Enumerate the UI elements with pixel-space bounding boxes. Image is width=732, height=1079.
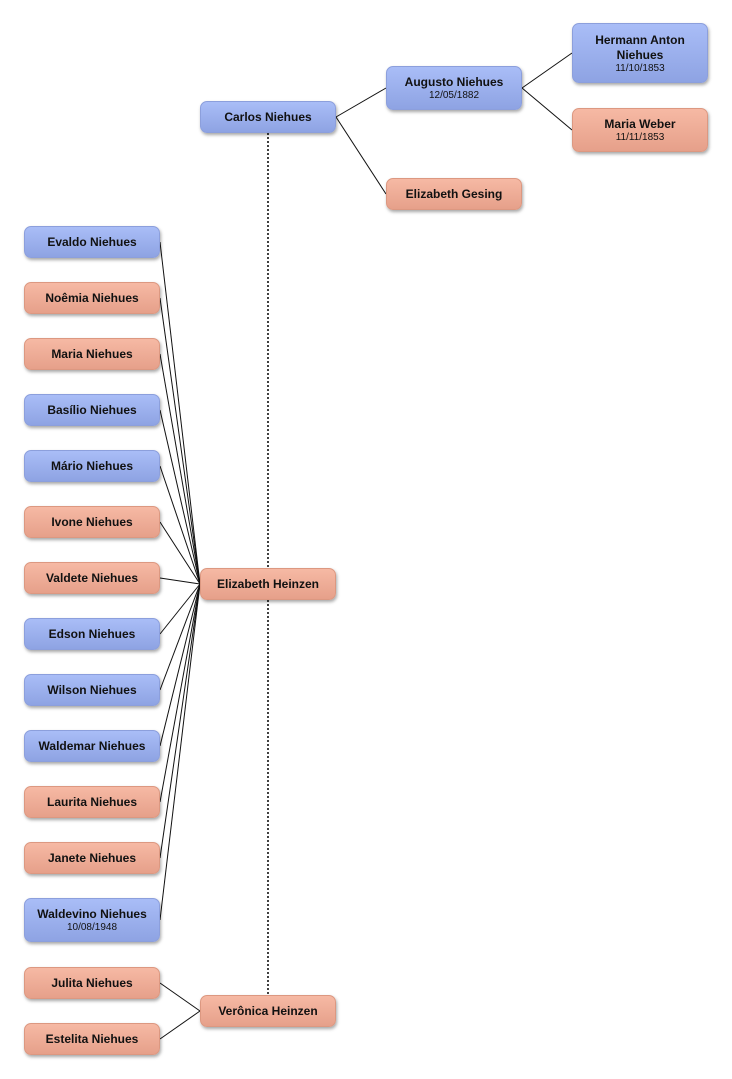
person-waldevino-niehues[interactable]: Waldevino Niehues 10/08/1948 bbox=[24, 898, 160, 942]
person-name: Noêmia Niehues bbox=[45, 290, 139, 305]
person-name: Carlos Niehues bbox=[224, 109, 312, 124]
person-date: 12/05/1882 bbox=[428, 90, 480, 101]
person-name: Evaldo Niehues bbox=[47, 234, 137, 249]
person-basilio-niehues[interactable]: Basílio Niehues bbox=[24, 394, 160, 426]
person-julita-niehues[interactable]: Julita Niehues bbox=[24, 967, 160, 999]
person-carlos-niehues[interactable]: Carlos Niehues bbox=[200, 101, 336, 133]
person-valdete-niehues[interactable]: Valdete Niehues bbox=[24, 562, 160, 594]
person-hermann-anton-niehues[interactable]: Hermann Anton Niehues 11/10/1853 bbox=[572, 23, 708, 83]
person-noemia-niehues[interactable]: Noêmia Niehues bbox=[24, 282, 160, 314]
person-name: Basílio Niehues bbox=[47, 402, 137, 417]
child-link-eliz_h-evaldo bbox=[159, 241, 201, 585]
child-link-eliz_h-edson bbox=[159, 583, 201, 635]
person-name: Janete Niehues bbox=[47, 850, 137, 865]
person-ivone-niehues[interactable]: Ivone Niehues bbox=[24, 506, 160, 538]
child-link-eliz_h-janete bbox=[159, 583, 201, 859]
person-name: Hermann Anton Niehues bbox=[595, 32, 685, 62]
person-maria-niehues[interactable]: Maria Niehues bbox=[24, 338, 160, 370]
person-name: Wilson Niehues bbox=[47, 682, 137, 697]
child-link-eliz_h-wilson bbox=[159, 583, 201, 691]
person-name: Verônica Heinzen bbox=[218, 1003, 318, 1018]
child-link-veronica-julita bbox=[159, 982, 201, 1012]
child-link-eliz_h-noemia bbox=[159, 297, 201, 585]
person-name: Elizabeth Heinzen bbox=[216, 576, 320, 591]
parent-link-carlos-augusto bbox=[335, 87, 387, 118]
person-name: Mário Niehues bbox=[50, 458, 134, 473]
person-elizabeth-gesing[interactable]: Elizabeth Gesing bbox=[386, 178, 522, 210]
person-janete-niehues[interactable]: Janete Niehues bbox=[24, 842, 160, 874]
child-link-veronica-estelita bbox=[159, 1010, 201, 1040]
person-maria-weber[interactable]: Maria Weber 11/11/1853 bbox=[572, 108, 708, 152]
person-estelita-niehues[interactable]: Estelita Niehues bbox=[24, 1023, 160, 1055]
person-name: Edson Niehues bbox=[48, 626, 136, 641]
person-name: Maria Niehues bbox=[51, 346, 133, 361]
parent-link-augusto-maria_w bbox=[521, 87, 573, 131]
child-link-eliz_h-waldevino bbox=[159, 583, 201, 921]
child-link-eliz_h-waldemar bbox=[159, 583, 201, 747]
parent-link-augusto-hermann bbox=[521, 52, 573, 89]
person-wilson-niehues[interactable]: Wilson Niehues bbox=[24, 674, 160, 706]
child-link-eliz_h-mario bbox=[159, 465, 201, 585]
person-date: 11/10/1853 bbox=[615, 62, 665, 74]
person-name: Valdete Niehues bbox=[45, 570, 139, 585]
child-link-eliz_h-valdete bbox=[159, 577, 201, 585]
person-name: Maria Weber bbox=[604, 117, 676, 131]
person-elizabeth-heinzen[interactable]: Elizabeth Heinzen bbox=[200, 568, 336, 600]
person-name: Julita Niehues bbox=[51, 975, 133, 990]
person-name: Elizabeth Gesing bbox=[405, 186, 503, 201]
child-link-eliz_h-laurita bbox=[159, 583, 201, 803]
person-laurita-niehues[interactable]: Laurita Niehues bbox=[24, 786, 160, 818]
person-name: Waldevino Niehues bbox=[37, 907, 147, 921]
person-name: Waldemar Niehues bbox=[38, 738, 146, 753]
person-evaldo-niehues[interactable]: Evaldo Niehues bbox=[24, 226, 160, 258]
child-link-eliz_h-maria_n bbox=[159, 353, 201, 585]
parent-link-carlos-eliz_g bbox=[335, 116, 387, 195]
child-link-eliz_h-basilio bbox=[159, 409, 201, 585]
person-mario-niehues[interactable]: Mário Niehues bbox=[24, 450, 160, 482]
child-link-eliz_h-ivone bbox=[159, 521, 201, 585]
person-name: Augusto Niehues bbox=[404, 75, 504, 89]
person-augusto-niehues[interactable]: Augusto Niehues 12/05/1882 bbox=[386, 66, 522, 110]
person-name: Laurita Niehues bbox=[46, 794, 138, 809]
person-edson-niehues[interactable]: Edson Niehues bbox=[24, 618, 160, 650]
person-waldemar-niehues[interactable]: Waldemar Niehues bbox=[24, 730, 160, 762]
person-veronica-heinzen[interactable]: Verônica Heinzen bbox=[200, 995, 336, 1027]
person-name: Estelita Niehues bbox=[45, 1031, 139, 1046]
person-date: 10/08/1948 bbox=[66, 922, 118, 933]
person-name: Ivone Niehues bbox=[51, 514, 133, 529]
person-date: 11/11/1853 bbox=[615, 132, 665, 143]
